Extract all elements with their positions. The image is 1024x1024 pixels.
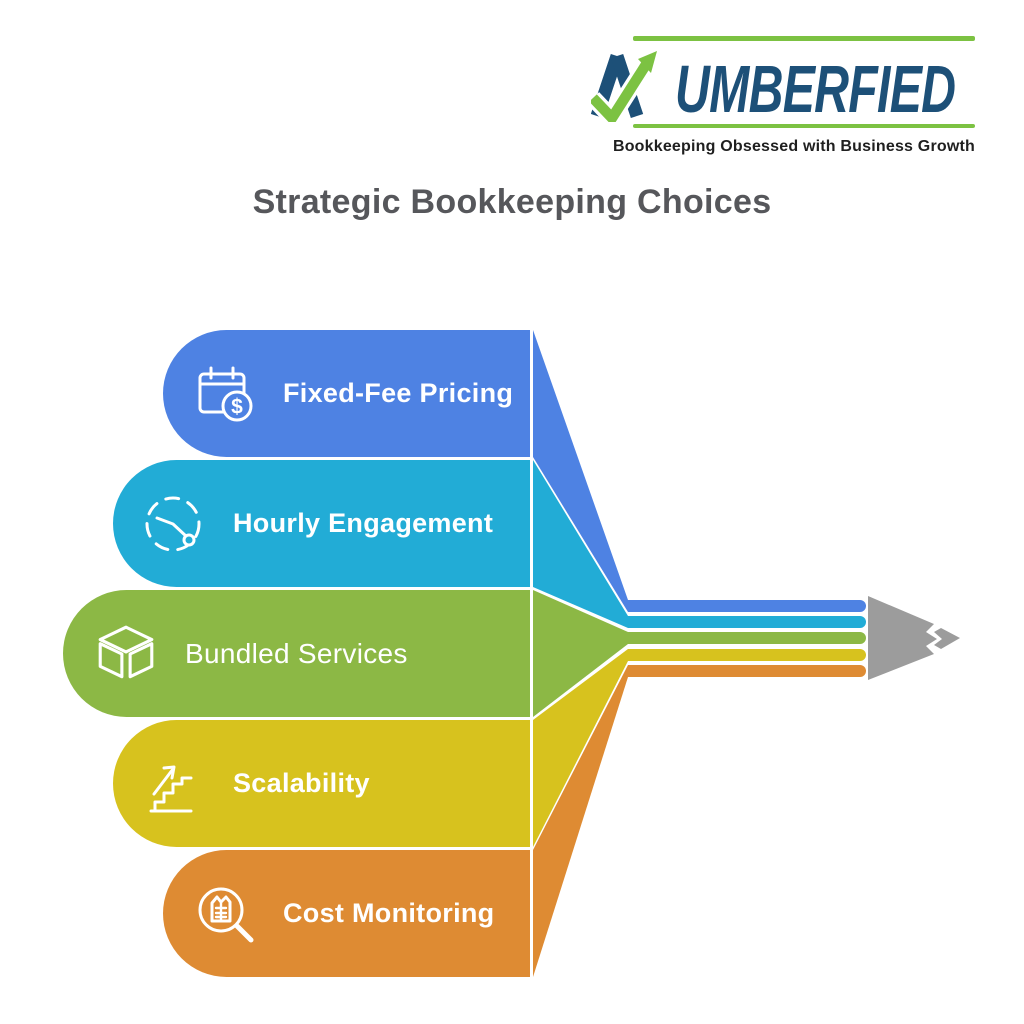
option-label: Cost Monitoring: [283, 898, 495, 928]
pencil-tip-point: [934, 628, 960, 649]
pencil-stripe: [628, 665, 866, 677]
pencil-stripe: [628, 616, 866, 628]
funnel-wedge: [533, 665, 628, 977]
pencil-tip: [868, 596, 937, 680]
option-label: Fixed-Fee Pricing: [283, 378, 514, 408]
pencil-stripe: [628, 632, 866, 644]
magnifier-ledger-icon: [198, 887, 254, 942]
brand-tagline: Bookkeeping Obsessed with Business Growt…: [612, 138, 975, 155]
funnel-wedge: [533, 330, 628, 612]
logo-accent-line-bottom: [633, 124, 975, 128]
stairs-growth-icon: [149, 765, 193, 812]
funnel-wedge: [533, 649, 628, 847]
logo-accent-line-top: [633, 36, 975, 41]
option-label: Scalability: [233, 768, 370, 798]
option-bar-bundled-services: Bundled Services: [63, 590, 530, 717]
pencil-stripe: [628, 649, 866, 661]
option-label: Bundled Services: [185, 637, 408, 669]
brand-monogram-icon: [591, 51, 657, 122]
calendar-dollar-icon: $: [198, 366, 253, 421]
svg-text:$: $: [231, 395, 243, 418]
page-title: Strategic Bookkeeping Choices: [252, 183, 772, 221]
option-bar-fixed-fee-pricing: $ Fixed-Fee Pricing: [163, 330, 530, 457]
pencil-stripe: [628, 600, 866, 612]
clock-dashed-icon: [145, 496, 201, 551]
option-bar-cost-monitoring: Cost Monitoring: [163, 850, 530, 977]
cube-icon: [98, 625, 154, 678]
option-bar-hourly-engagement: Hourly Engagement: [113, 460, 530, 587]
brand-name: UMBERFIED: [675, 52, 956, 128]
funnel-wedge: [533, 460, 628, 628]
funnel-wedge: [533, 590, 628, 717]
option-label: Hourly Engagement: [233, 508, 494, 538]
brand-logo: UMBERFIED Bookkeeping Obsessed with Busi…: [591, 36, 975, 156]
option-bar-scalability: Scalability: [113, 720, 530, 847]
